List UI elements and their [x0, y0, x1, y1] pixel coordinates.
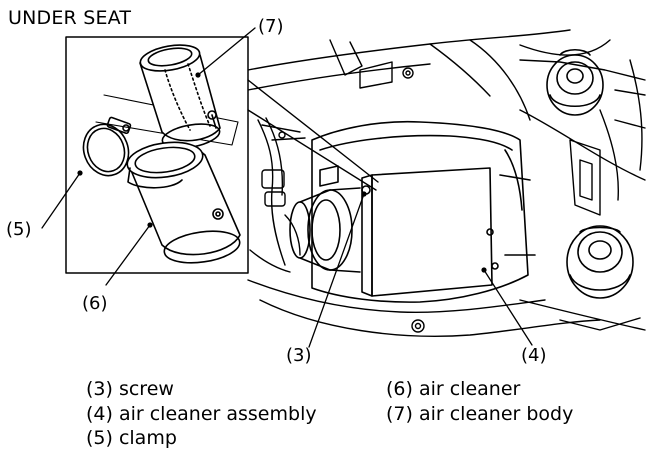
legend-item-air-cleaner-assembly: (4) air cleaner assembly — [86, 402, 317, 425]
legend-item-screw: (3) screw — [86, 378, 174, 400]
legend-item-clamp: (5) clamp — [86, 427, 177, 449]
callout-7: (7) — [258, 16, 284, 37]
rubber-mount-upper — [546, 48, 604, 116]
clamp-part — [82, 116, 132, 177]
legend-right-column: (6) air cleaner (7) air cleaner body — [386, 377, 573, 426]
frame-background — [247, 29, 646, 337]
legend-item-air-cleaner-body: (7) air cleaner body — [386, 402, 574, 425]
callout-3: (3) — [286, 345, 312, 366]
diagram-title: UNDER SEAT — [8, 7, 132, 29]
callout-4: (4) — [521, 345, 547, 366]
rubber-mount-lower — [566, 225, 634, 299]
legend-left-column: (3) screw (4) air cleaner assembly (5) c… — [86, 377, 317, 451]
callout-5: (5) — [6, 219, 32, 240]
air-cleaner-element-part — [126, 141, 241, 264]
leader-lines — [41, 27, 533, 348]
legend-item-air-cleaner: (6) air cleaner — [386, 378, 521, 400]
air-cleaner-assembly — [289, 120, 536, 303]
callout-6: (6) — [82, 293, 108, 314]
